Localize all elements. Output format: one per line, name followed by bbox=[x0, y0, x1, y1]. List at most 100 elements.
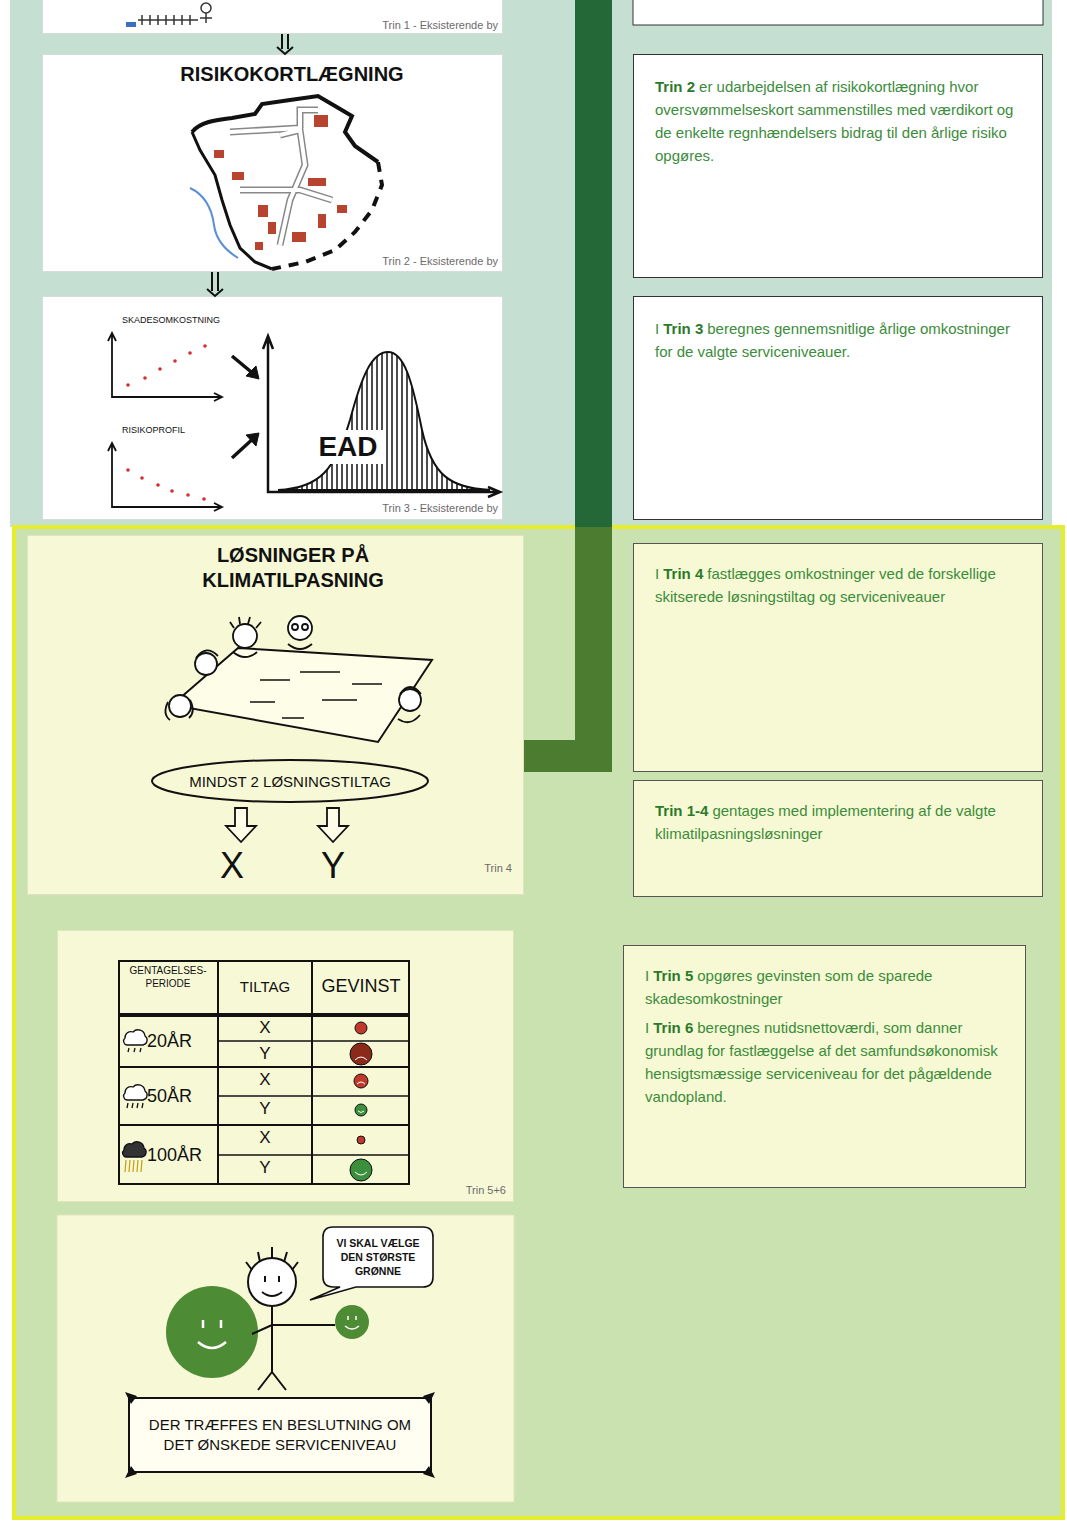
panel-text: 100ÅR bbox=[147, 1144, 217, 1166]
description-box: ITrin 5opgøres gevinsten som de sparede … bbox=[623, 945, 1026, 1188]
double-arrow bbox=[207, 272, 223, 296]
step-name: Trin 5 bbox=[653, 967, 693, 984]
hair bbox=[230, 617, 261, 628]
grid-line bbox=[118, 1066, 410, 1068]
body-text: er udarbejdelsen af risikokortlægning hv… bbox=[655, 78, 1013, 164]
panel-text: SKADESOMKOSTNING bbox=[122, 314, 252, 326]
person-body bbox=[252, 1306, 335, 1390]
combine-arrow-head bbox=[246, 366, 259, 379]
face bbox=[350, 1159, 372, 1181]
loop-bar bbox=[575, 0, 612, 527]
panel-text: RISIKOPROFIL bbox=[122, 424, 252, 436]
figure-body bbox=[200, 13, 212, 23]
buildings bbox=[214, 115, 347, 250]
description-box: Trin 2er udarbejdelsen af risikokortlægn… bbox=[633, 54, 1043, 278]
panel-text: Y bbox=[220, 1043, 310, 1065]
hair bbox=[400, 687, 421, 694]
person-body bbox=[233, 644, 420, 722]
step-panel: RISIKOKORTLÆGNING Trin 2 - Eksisterende b… bbox=[42, 54, 503, 272]
shape-text: DER TRÆFFES EN BESLUTNING OM DET ØNSKEDE… bbox=[139, 1415, 421, 1455]
building bbox=[318, 214, 326, 228]
shape-text: VI SKAL VÆLGE DEN STØRSTE GRØNNE bbox=[328, 1236, 428, 1278]
building bbox=[337, 205, 347, 213]
smile bbox=[198, 1320, 226, 1348]
smile bbox=[355, 1172, 367, 1175]
building bbox=[268, 222, 276, 234]
small-green-face bbox=[335, 1305, 369, 1339]
grid-line bbox=[217, 960, 219, 1185]
rain bbox=[127, 1103, 143, 1108]
arrow-shaft bbox=[287, 34, 289, 49]
ead-axes bbox=[263, 336, 500, 497]
face bbox=[355, 1104, 367, 1116]
grid-line bbox=[218, 1095, 410, 1097]
panel-text: EAD bbox=[312, 430, 384, 464]
description-box: ITrin 4fastlægges omkostninger ved de fo… bbox=[633, 543, 1043, 772]
bubble-shape bbox=[310, 1227, 433, 1300]
face bbox=[355, 1022, 367, 1034]
combine-arrow-head bbox=[246, 433, 259, 446]
data-dots bbox=[126, 344, 207, 387]
panel-text: RISIKOKORTLÆGNING bbox=[142, 62, 442, 86]
smile bbox=[345, 1316, 359, 1329]
cloud bbox=[123, 1142, 147, 1157]
face bbox=[354, 1074, 368, 1088]
hair bbox=[165, 700, 192, 720]
combine-arrow bbox=[232, 356, 256, 376]
hollow-arrow bbox=[226, 808, 256, 842]
cloud bbox=[124, 1085, 148, 1100]
rain bbox=[128, 1048, 141, 1052]
decision-figure bbox=[166, 1247, 369, 1390]
arrow-head bbox=[207, 289, 223, 296]
description-box: Trin 1-4gentages med implementering af d… bbox=[633, 780, 1043, 897]
person-head bbox=[288, 616, 312, 640]
rain-clouds bbox=[123, 1030, 148, 1172]
panel-text: X bbox=[220, 1069, 310, 1091]
table-grid bbox=[118, 960, 410, 1185]
description-box-top bbox=[633, 0, 1043, 25]
paragraph: ITrin 4fastlægges omkostninger ved de fo… bbox=[655, 562, 1022, 608]
body-text: I bbox=[645, 967, 649, 984]
measure-oval: MINDST 2 LØSNINGSTILTAG bbox=[150, 758, 430, 804]
map-outline bbox=[192, 132, 272, 269]
benefit-table: GENTAGELSES- PERIODETILTAGGEVINST20ÅRXY5… bbox=[118, 960, 410, 1185]
ead-curve bbox=[278, 352, 490, 490]
panel-text: Trin 2 - Eksisterende by bbox=[358, 255, 498, 268]
map-outline bbox=[192, 96, 378, 162]
person-head bbox=[195, 653, 217, 675]
paragraph: Trin 1-4gentages med implementering af d… bbox=[655, 799, 1022, 845]
road-inner bbox=[230, 110, 332, 245]
banner-pin bbox=[125, 1392, 435, 1478]
existing-city-band bbox=[10, 0, 1052, 527]
grid-line bbox=[218, 1154, 410, 1156]
grid-line bbox=[311, 960, 313, 1185]
panel-text: Trin 3 - Eksisterende by bbox=[358, 502, 498, 515]
axes bbox=[108, 333, 222, 401]
step-panel: Trin 1 - Eksisterende by bbox=[42, 0, 503, 34]
panel-text: LØSNINGER PÅ KLIMATILPASNING bbox=[163, 543, 423, 593]
decision-panel bbox=[57, 1215, 514, 1502]
glasses bbox=[302, 624, 308, 630]
combine-arrow bbox=[232, 436, 256, 458]
step-name: Trin 3 bbox=[663, 320, 703, 337]
damage-graph bbox=[108, 333, 500, 511]
risk-map bbox=[190, 96, 382, 269]
description-box: ITrin 3beregnes gennemsnitlige årlige om… bbox=[633, 296, 1043, 520]
paragraph: ITrin 6beregnes nutidsnettoværdi, som da… bbox=[645, 1016, 1005, 1108]
building bbox=[258, 205, 268, 217]
cloud bbox=[124, 1030, 148, 1045]
fence-doodle bbox=[126, 3, 212, 27]
option-arrows bbox=[226, 808, 348, 842]
sketches bbox=[250, 672, 382, 718]
body-text: I bbox=[645, 1019, 649, 1036]
panel-text: Y bbox=[311, 845, 355, 887]
text-wrapper: DER TRÆFFES EN BESLUTNING OM DET ØNSKEDE… bbox=[125, 1405, 435, 1465]
building bbox=[314, 115, 328, 127]
arrow-head bbox=[277, 47, 293, 54]
big-green-face bbox=[166, 1286, 258, 1378]
building bbox=[255, 242, 263, 250]
text-wrapper: VI SKAL VÆLGE DEN STØRSTE GRØNNE bbox=[322, 1231, 434, 1283]
